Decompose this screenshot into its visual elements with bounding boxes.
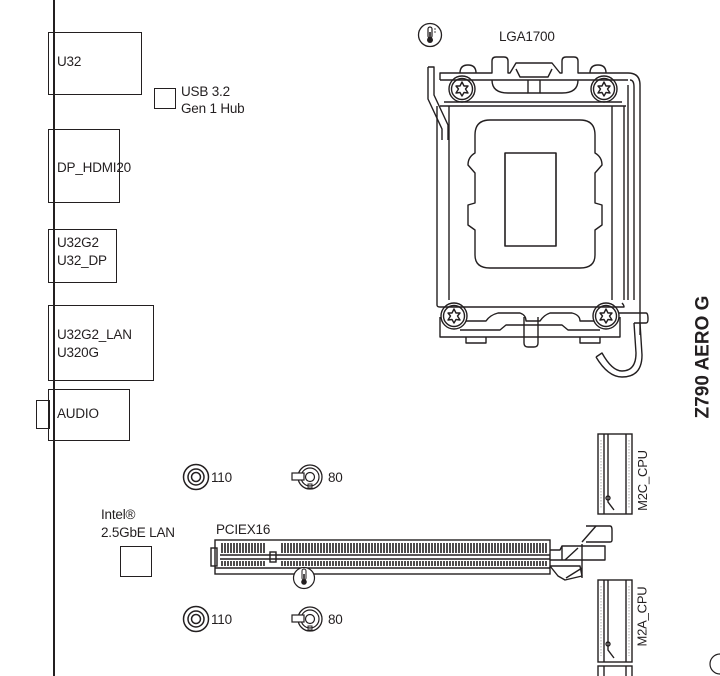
io-port-u32 [48, 32, 142, 95]
io-port-u32g2-lan-label-2: U320G [57, 345, 99, 360]
standoff-partial-icon [709, 653, 720, 675]
cpu-socket [427, 56, 649, 378]
m2-screw-icon [291, 464, 323, 490]
cpu-socket-label: LGA1700 [499, 29, 555, 44]
pcie-x16-slot [210, 525, 613, 581]
board-model-title: Z790 AERO G [692, 295, 714, 419]
m2c-cpu-label: M2C_CPU [634, 450, 650, 511]
cpu-thermometer-icon [417, 22, 443, 48]
standoff-icon [182, 463, 210, 491]
m2-screw-label: 80 [328, 470, 343, 485]
io-port-dp-hdmi-label: DP_HDMI20 [57, 160, 131, 175]
usb-hub-chip [154, 88, 176, 109]
audio-jack-tab [36, 400, 50, 429]
m2a-cpu-label: M2A_CPU [634, 586, 650, 647]
io-port-u32g2-lan-label-1: U32G2_LAN [57, 327, 132, 342]
standoff-label: 110 [211, 470, 232, 485]
io-port-audio-label: AUDIO [57, 406, 99, 421]
m2-slots [597, 433, 633, 676]
lan-chip-label-1: Intel® [101, 507, 136, 522]
usb-hub-label-2: Gen 1 Hub [181, 101, 245, 116]
standoff-icon [182, 605, 210, 633]
io-port-u32g2-dp [48, 229, 117, 283]
standoff-label: 110 [211, 612, 232, 627]
io-port-u32-label: U32 [57, 54, 82, 69]
pcie-thermometer-icon [292, 566, 316, 590]
io-port-u32g2-lan [48, 305, 154, 381]
io-port-u32g2-dp-label-2: U32_DP [57, 253, 107, 268]
usb-hub-label-1: USB 3.2 [181, 84, 230, 99]
lan-chip [120, 546, 152, 577]
lan-chip-label-2: 2.5GbE LAN [101, 525, 175, 540]
board-edge [53, 0, 55, 676]
m2-screw-label: 80 [328, 612, 343, 627]
m2-screw-icon [291, 606, 323, 632]
io-port-u32g2-dp-label-1: U32G2 [57, 235, 99, 250]
io-port-dp-hdmi [48, 129, 120, 203]
pcie-slot-label: PCIEX16 [216, 522, 271, 537]
io-port-audio [48, 389, 130, 441]
